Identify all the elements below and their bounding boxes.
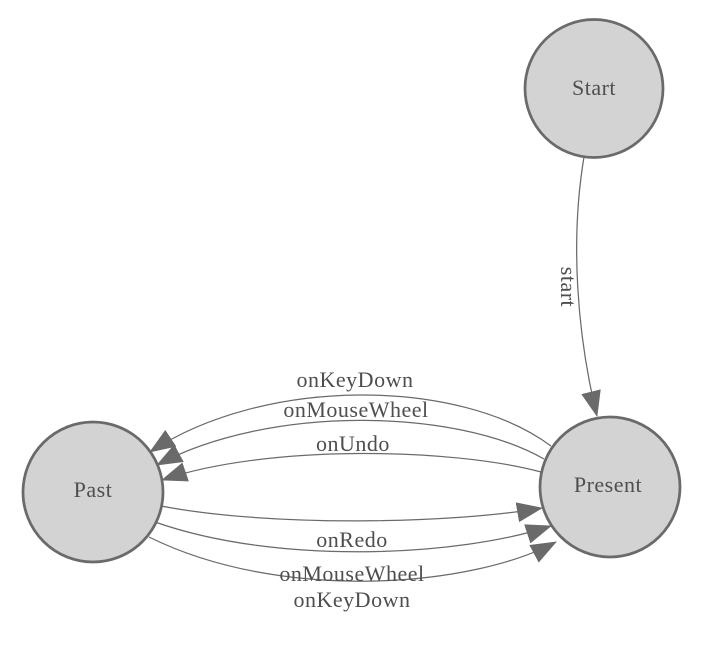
node-start-circle <box>523 18 665 159</box>
node-past-label: Past <box>74 477 113 502</box>
node-start: Start <box>523 18 665 159</box>
edge-present-to-past-onundo <box>161 452 542 482</box>
edge-present-to-past-onkeydown <box>149 394 552 453</box>
edge-past-to-present-onmousewheel <box>154 521 552 553</box>
edge-start-to-present <box>576 156 601 417</box>
edge-label-onredo: onRedo <box>316 527 387 552</box>
node-start-label: Start <box>572 75 616 100</box>
edge-label-onundo: onUndo <box>316 431 390 456</box>
edge-label-onmousewheel-bottom: onMouseWheel <box>279 561 424 586</box>
node-present-label: Present <box>574 472 642 497</box>
edge-label-onmousewheel-top: onMouseWheel <box>283 397 428 422</box>
edge-past-to-present-onredo <box>160 502 543 523</box>
node-past: Past <box>21 420 165 564</box>
edge-label-start: start <box>556 267 581 307</box>
edge-past-to-present-onkeydown <box>148 536 557 582</box>
edge-present-to-past-onmousewheel <box>156 419 545 466</box>
edge-label-onkeydown-bottom: onKeyDown <box>294 587 411 612</box>
node-present-circle <box>538 415 682 559</box>
node-present: Present <box>538 415 682 559</box>
edge-label-onkeydown-top: onKeyDown <box>297 367 414 392</box>
node-past-circle <box>21 420 165 564</box>
